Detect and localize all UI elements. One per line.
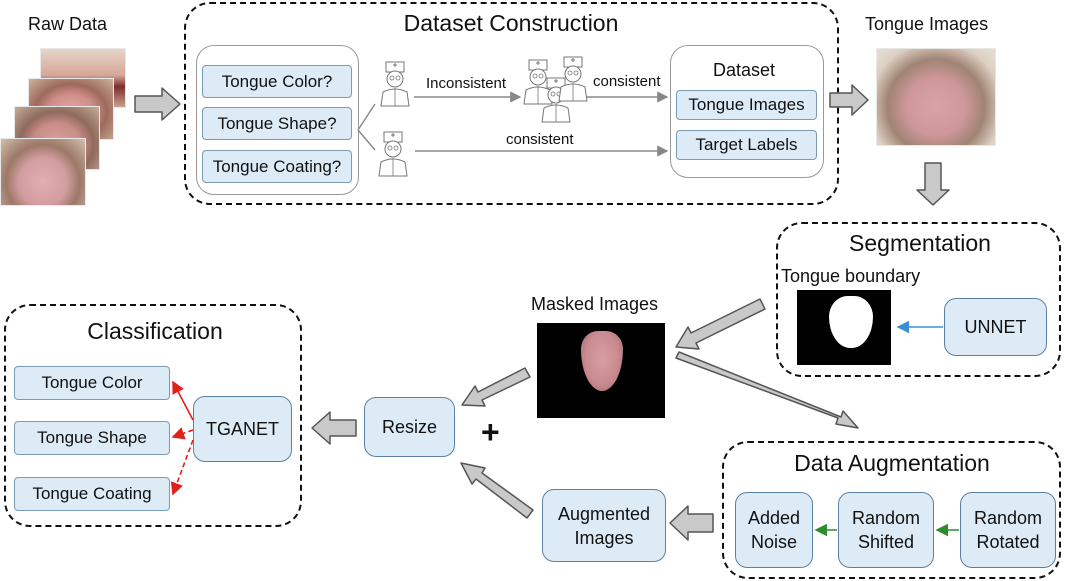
- output-tongue-color: Tongue Color: [14, 366, 170, 400]
- block-arrow-raw-to-dataset: [134, 87, 181, 121]
- doctor-icon-upper: [380, 61, 410, 107]
- dataset-item-target-labels: Target Labels: [676, 130, 817, 160]
- data-augmentation-panel: [722, 441, 1061, 579]
- output-tongue-coating: Tongue Coating: [14, 477, 170, 511]
- masked-images-label: Masked Images: [531, 294, 659, 314]
- step-added-noise: Added Noise: [735, 492, 813, 568]
- connector-fork-lower: [357, 129, 376, 151]
- block-arrow-images-to-segmentation: [916, 162, 950, 206]
- tganet-model: TGANET: [193, 396, 292, 462]
- step-random-shifted-line2: Shifted: [857, 532, 915, 552]
- step-random-shifted: Random Shifted: [838, 492, 934, 568]
- arrow-tganet-to-color: [172, 380, 194, 421]
- dataset-construction-title: Dataset Construction: [403, 10, 619, 36]
- block-arrow-resize-to-tganet: [311, 411, 357, 445]
- data-augmentation-title: Data Augmentation: [794, 450, 990, 476]
- unnet-model: UNNET: [944, 298, 1047, 356]
- resize-box: Resize: [364, 397, 455, 457]
- step-random-shifted-line1: Random: [851, 508, 921, 528]
- step-random-rotated-line2: Rotated: [976, 532, 1040, 552]
- connector-fork-upper: [357, 103, 376, 131]
- tongue-image: [876, 48, 996, 146]
- block-arrow-segmentation-to-masked: [675, 298, 766, 350]
- raw-data-image-stack: [0, 48, 130, 208]
- classification-title: Classification: [87, 318, 223, 344]
- tongue-images-label: Tongue Images: [865, 14, 989, 34]
- classification-panel: [4, 304, 302, 527]
- segmentation-title: Segmentation: [849, 230, 991, 256]
- step-added-noise-line1: Added: [747, 508, 801, 528]
- tongue-boundary-label: Tongue boundary: [781, 266, 921, 286]
- block-arrow-augmentation-to-augmented: [669, 505, 714, 541]
- question-tongue-shape: Tongue Shape?: [202, 107, 352, 140]
- segmentation-panel: [776, 222, 1061, 377]
- dataset-item-tongue-images: Tongue Images: [676, 90, 817, 120]
- plus-sign: +: [481, 414, 500, 450]
- output-tongue-shape: Tongue Shape: [14, 421, 170, 455]
- question-tongue-color: Tongue Color?: [202, 65, 352, 98]
- dataset-title: Dataset: [713, 60, 776, 80]
- masked-image: [537, 323, 665, 418]
- step-random-rotated-line1: Random: [973, 508, 1043, 528]
- consistent-label-bottom: consistent: [506, 131, 574, 148]
- step-random-rotated: Random Rotated: [960, 492, 1056, 568]
- augmented-images-box: Augmented Images: [542, 489, 666, 562]
- arrow-tganet-to-shape: [171, 427, 194, 440]
- block-arrow-dataset-to-images: [829, 84, 869, 116]
- raw-data-label: Raw Data: [28, 14, 108, 34]
- augmented-line1: Augmented: [557, 503, 651, 524]
- step-added-noise-line2: Noise: [750, 532, 798, 552]
- doctor-icon-lower: [378, 131, 408, 177]
- arrow-tganet-to-coating: [170, 439, 194, 496]
- block-arrow-augmented-to-resize: [460, 462, 534, 519]
- block-arrow-masked-to-augmentation: [675, 351, 859, 429]
- inconsistent-label: Inconsistent: [426, 75, 507, 92]
- augmented-line2: Images: [574, 527, 634, 548]
- block-arrow-masked-to-resize: [461, 367, 531, 407]
- segmentation-mask: [797, 290, 891, 365]
- question-tongue-coating: Tongue Coating?: [202, 150, 352, 183]
- consistent-label-top: consistent: [593, 73, 661, 90]
